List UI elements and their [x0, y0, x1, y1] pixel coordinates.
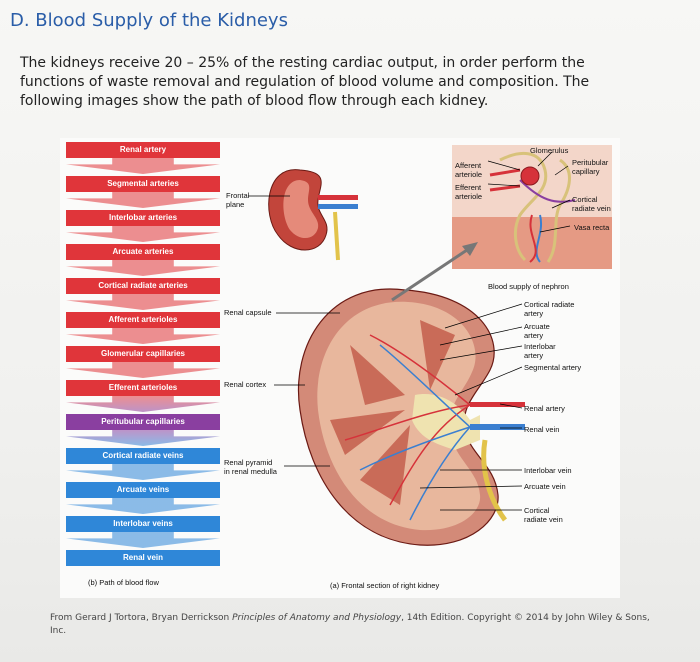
label-glomerulus: Glomerulus [530, 146, 569, 155]
credit-book-title: Principles of Anatomy and Physiology [232, 613, 402, 623]
label-blood-supply-nephron: Blood supply of nephron [488, 282, 569, 291]
flow-step-efferent-arterioles: Efferent arterioles [66, 380, 220, 396]
label-vasa-recta: Vasa recta [574, 223, 610, 232]
flow-step-renal-vein: Renal vein [66, 550, 220, 566]
label-renal-cortex: Renal cortex [224, 380, 267, 389]
credit-suffix: , 14th Edition. Copyright © 2014 by John… [50, 613, 650, 636]
label-cortical-radiate-vein-inset: Cortical radiate vein [572, 195, 611, 213]
intro-paragraph: The kidneys receive 20 – 25% of the rest… [20, 55, 590, 109]
label-cortical-radiate-vein: Cortical radiate vein [524, 506, 563, 524]
flow-step-segmental-arteries: Segmental arteries [66, 176, 220, 192]
label-efferent-arteriole: Efferent arteriole [455, 183, 483, 201]
caption-frontal-section: (a) Frontal section of right kidney [330, 581, 440, 590]
flow-step-cortical-radiate-arteries: Cortical radiate arteries [66, 278, 220, 294]
nephron-drawing [489, 151, 576, 263]
flow-step-interlobar-arteries: Interlobar arteries [66, 210, 220, 226]
label-renal-capsule: Renal capsule [224, 308, 272, 317]
label-frontal-plane: Frontal plane [226, 191, 250, 209]
label-renal-pyramid: Renal pyramid in renal medulla [224, 458, 277, 476]
label-interlobar-vein: Interlobar vein [524, 466, 572, 475]
label-renal-artery: Renal artery [524, 404, 565, 413]
source-credit: From Gerard J Tortora, Bryan Derrickson … [50, 612, 650, 638]
flow-step-arcuate-arteries: Arcuate arteries [66, 244, 220, 260]
flow-step-glomerular-capillaries: Glomerular capillaries [66, 346, 220, 362]
label-segmental-artery: Segmental artery [524, 363, 582, 372]
flow-step-arcuate-veins: Arcuate veins [66, 482, 220, 498]
leader-lines [274, 151, 571, 511]
label-interlobar-artery: Interlobar artery [524, 342, 556, 360]
flow-step-interlobar-veins: Interlobar veins [66, 516, 220, 532]
flow-step-afferent-arterioles: Afferent arterioles [66, 312, 220, 328]
flow-step-cortical-radiate-veins: Cortical radiate veins [66, 448, 220, 464]
flow-step-peritubular-capillaries: Peritubular capillaries [66, 414, 220, 430]
caption-path-of-blood-flow: (b) Path of blood flow [88, 578, 159, 587]
section-title: D. Blood Supply of the Kidneys [10, 10, 288, 31]
zoom-arrow [391, 246, 471, 302]
label-arcuate-vein: Arcuate vein [524, 482, 566, 491]
label-arcuate-artery: Arcuate artery [524, 322, 550, 340]
label-cortical-radiate-artery: Cortical radiate artery [524, 300, 575, 318]
small-kidney [248, 169, 358, 261]
label-peritubular-capillary: Peritubular capillary [572, 158, 609, 176]
large-kidney [298, 288, 525, 546]
credit-prefix: From Gerard J Tortora, Bryan Derrickson [50, 613, 233, 623]
label-afferent-arteriole: Afferent arteriole [455, 161, 483, 179]
flow-step-renal-artery: Renal artery [66, 142, 220, 158]
label-renal-vein: Renal vein [524, 425, 560, 434]
